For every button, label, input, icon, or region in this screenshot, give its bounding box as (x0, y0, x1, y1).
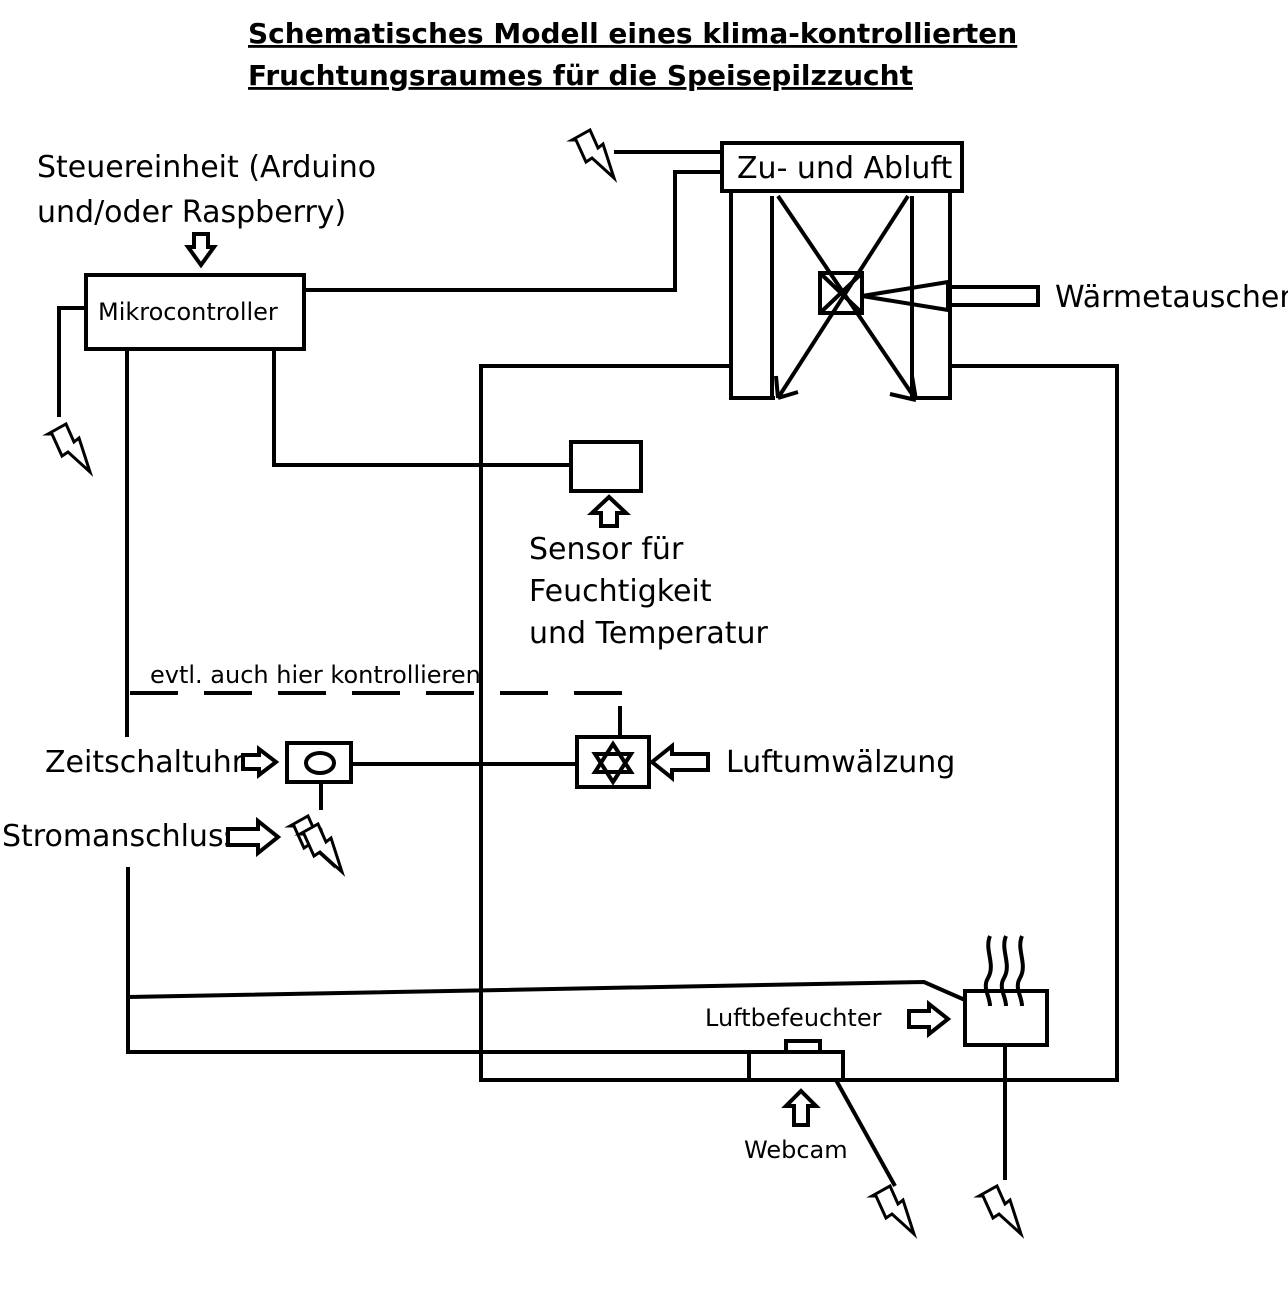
steuereinheit-label-line2: und/oder Raspberry) (37, 195, 346, 230)
arrow-up-icon (586, 494, 632, 528)
airflow-arrowhead-left (774, 375, 799, 400)
chamber-wall-right (843, 364, 1119, 1082)
airflow-arrowhead-right (889, 375, 918, 402)
webcam-label: Webcam (744, 1136, 848, 1164)
zeitschaltuhr-label: Zeitschaltuhr (45, 745, 245, 780)
webcam-lens (784, 1039, 822, 1054)
steam-icon (1015, 935, 1025, 1007)
mikrocontroller-box (84, 273, 306, 351)
duct-right-outer (910, 191, 952, 400)
mikrocontroller-label: Mikrocontroller (98, 298, 278, 326)
chamber-wall-left (479, 364, 749, 1082)
fan-star-icon (591, 752, 635, 786)
webcam-power-line (834, 1079, 897, 1187)
waermetauscher-box (818, 271, 864, 315)
sensor-box (569, 440, 643, 493)
stromanschluss-label: Stromanschluss (2, 819, 239, 854)
arrow-right-icon (226, 816, 282, 858)
waermetauscher-label: Wärmetauscher (1055, 280, 1288, 315)
waermetauscher-cross (818, 271, 864, 315)
sensor-label-line3: und Temperatur (529, 616, 769, 651)
luftumwaelzung-label: Luftumwälzung (726, 745, 955, 780)
timer-circle-icon (304, 751, 336, 775)
zu-und-abluft-box (720, 141, 964, 193)
zu-und-abluft-label: Zu- und Abluft (737, 151, 952, 186)
waermetauscher-tab (948, 285, 1040, 307)
sensor-label-line1: Sensor für (529, 532, 684, 567)
power-bolt-icon (570, 128, 616, 180)
arrow-right-icon (907, 999, 952, 1039)
diagram-title-line2: Fruchtungsraumes für die Speisepilzzucht (248, 59, 913, 92)
power-bolt-icon (977, 1184, 1023, 1236)
steam-icon (999, 935, 1009, 1007)
arrow-left-icon (648, 741, 710, 783)
luftbefeuchter-label: Luftbefeuchter (705, 1004, 882, 1032)
sensor-label-line2: Feuchtigkeit (529, 574, 712, 609)
arrow-up-icon (781, 1088, 821, 1127)
webcam-box (747, 1050, 845, 1082)
diagram-title-line1: Schematisches Modell eines klima-kontrol… (248, 17, 1017, 50)
steam-icon (983, 935, 993, 1007)
control-line-ventilation (304, 170, 722, 292)
evtl-kontrollieren-label: evtl. auch hier kontrollieren (150, 661, 481, 689)
mikrocontroller-power-line (57, 306, 86, 417)
duct-left-outer (729, 191, 775, 400)
power-bolt-icon (46, 422, 92, 474)
zeitschaltuhr-box (285, 741, 353, 784)
webcam-control-line (126, 867, 749, 1054)
arrow-down-icon (184, 232, 218, 269)
steuereinheit-label-line1: Steuereinheit (Arduino (37, 150, 376, 185)
humidifier-control-line (127, 979, 966, 1002)
power-bolt-icon (870, 1184, 916, 1236)
waermetauscher-pointer (861, 279, 950, 313)
fan-star-icon (591, 740, 635, 774)
arrow-right-icon (241, 744, 280, 780)
sensor-line (272, 349, 571, 467)
